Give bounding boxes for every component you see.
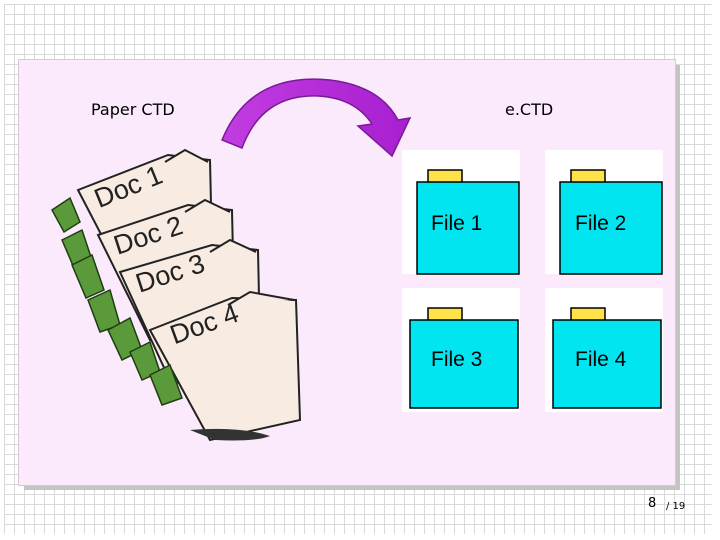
- ectd-file-2-icon: [545, 150, 663, 275]
- ectd-file-1-icon: [402, 150, 520, 275]
- file-4-label: File 4: [575, 348, 627, 371]
- ectd-file-4-icon: [545, 288, 663, 412]
- file-2-label: File 2: [575, 212, 627, 235]
- paper-folder-4-icon: [148, 290, 302, 442]
- file-1-label: File 1: [431, 212, 483, 235]
- file-3-label: File 3: [431, 348, 483, 371]
- page-number: 8: [648, 496, 657, 511]
- page-total: / 19: [666, 501, 686, 512]
- paper-folders-illustration: [51, 148, 302, 442]
- paper-ctd-label: Paper CTD: [91, 100, 175, 119]
- green-clips-icon: [51, 196, 183, 406]
- ectd-label: e.CTD: [505, 100, 554, 119]
- ectd-file-3-icon: [402, 288, 520, 412]
- curved-arrow-icon: [221, 78, 412, 158]
